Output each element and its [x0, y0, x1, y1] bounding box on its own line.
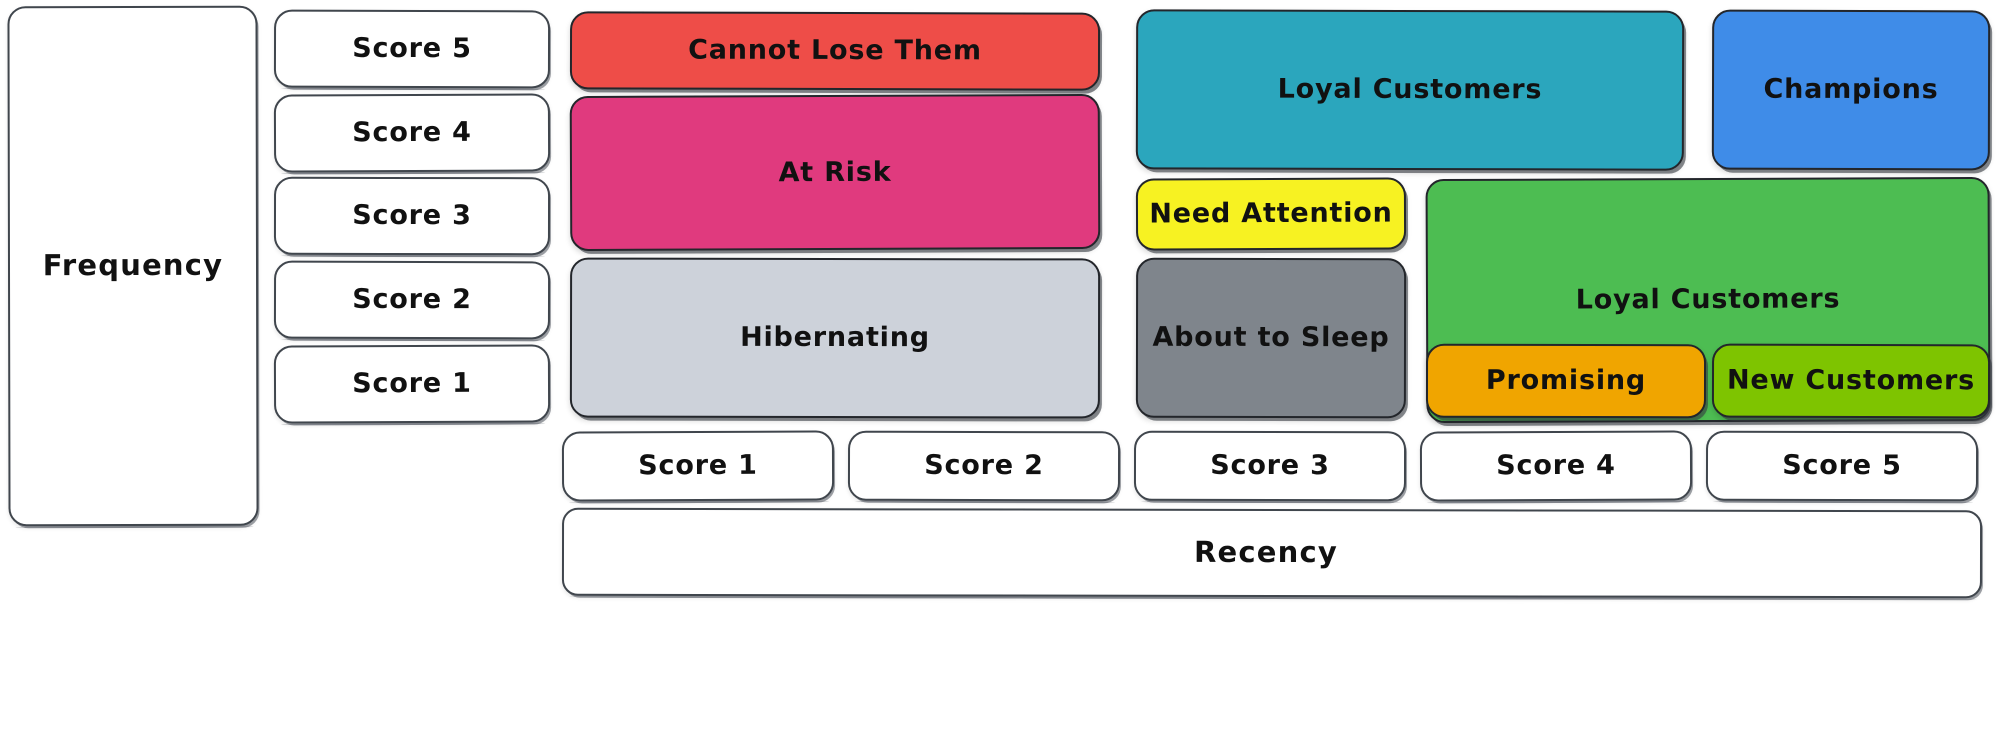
segment-loyal-customers-teal-label: Loyal Customers: [1277, 74, 1543, 106]
frequency-score-4-label: Score 4: [352, 117, 472, 149]
segment-need-attention[interactable]: Need Attention: [1135, 177, 1407, 251]
axis-label-frequency: Frequency: [7, 5, 259, 527]
recency-score-3[interactable]: Score 3: [1133, 430, 1407, 502]
frequency-score-1[interactable]: Score 1: [273, 344, 551, 424]
axis-label-frequency-text: Frequency: [42, 248, 224, 283]
segment-champions[interactable]: Champions: [1711, 9, 1991, 171]
recency-score-5-label: Score 5: [1782, 450, 1902, 482]
segment-loyal-customers-green-label: Loyal Customers: [1575, 283, 1841, 316]
recency-score-1-label: Score 1: [638, 450, 758, 482]
segment-promising-label: Promising: [1485, 365, 1647, 397]
segment-cannot-lose-them[interactable]: Cannot Lose Them: [569, 11, 1101, 91]
segment-at-risk[interactable]: At Risk: [569, 93, 1101, 252]
recency-score-4[interactable]: Score 4: [1419, 430, 1693, 502]
segment-new-customers[interactable]: New Customers: [1711, 343, 1991, 419]
segment-hibernating-label: Hibernating: [740, 322, 930, 354]
segment-about-to-sleep-label: About to Sleep: [1152, 322, 1390, 354]
segment-loyal-customers-teal[interactable]: Loyal Customers: [1135, 9, 1685, 171]
segment-promising[interactable]: Promising: [1425, 343, 1707, 419]
segment-at-risk-label: At Risk: [778, 156, 892, 189]
segment-hibernating[interactable]: Hibernating: [569, 257, 1101, 419]
recency-score-5[interactable]: Score 5: [1705, 430, 1979, 502]
axis-label-recency-text: Recency: [1193, 535, 1339, 570]
recency-score-4-label: Score 4: [1496, 450, 1616, 482]
segment-champions-label: Champions: [1763, 74, 1939, 106]
frequency-score-1-label: Score 1: [352, 368, 472, 400]
recency-score-3-label: Score 3: [1210, 450, 1330, 482]
frequency-score-5[interactable]: Score 5: [273, 9, 551, 89]
frequency-score-3-label: Score 3: [352, 200, 472, 232]
segment-need-attention-label: Need Attention: [1149, 198, 1393, 230]
segment-cannot-lose-them-label: Cannot Lose Them: [688, 35, 982, 67]
axis-label-recency: Recency: [561, 507, 1983, 599]
segment-about-to-sleep[interactable]: About to Sleep: [1135, 257, 1407, 419]
frequency-score-5-label: Score 5: [352, 33, 472, 65]
segment-new-customers-label: New Customers: [1726, 365, 1976, 397]
recency-score-1[interactable]: Score 1: [561, 430, 835, 502]
frequency-score-2-label: Score 2: [352, 284, 472, 316]
frequency-score-3[interactable]: Score 3: [273, 176, 551, 256]
recency-score-2[interactable]: Score 2: [847, 430, 1121, 502]
frequency-score-4[interactable]: Score 4: [273, 93, 551, 173]
recency-score-2-label: Score 2: [924, 450, 1044, 482]
frequency-score-2[interactable]: Score 2: [273, 260, 551, 340]
